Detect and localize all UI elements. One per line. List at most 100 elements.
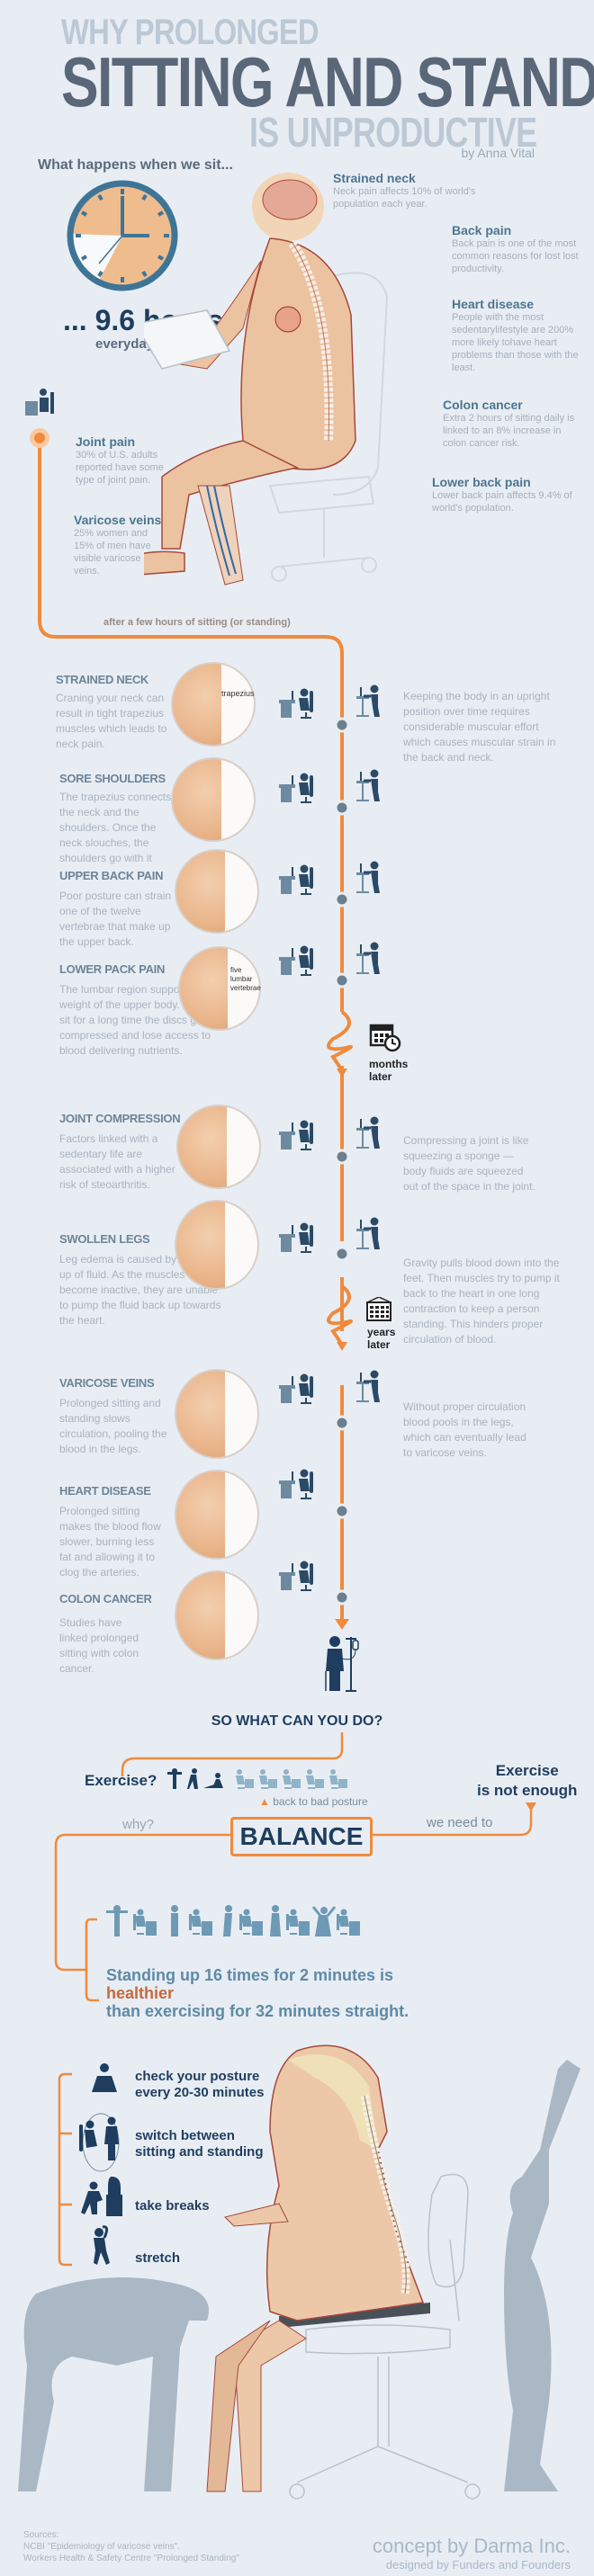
later-text: later [369, 1070, 392, 1083]
back-to-bad-posture: ▲ back to bad posture [259, 1795, 368, 1808]
callout-heart-disease: Heart disease People with the most seden… [452, 297, 587, 374]
calendar-year-icon [366, 1297, 392, 1321]
sources-label: Sources: [23, 2530, 59, 2540]
timeline-after-label: after a few hours of sitting (or standin… [104, 617, 291, 628]
designed-credit: designed by Funders and Founders [385, 2558, 571, 2572]
byline: by Anna Vital [461, 146, 535, 160]
not-enough-line-1: Exercise [495, 1762, 559, 1779]
callout-strained-neck: Strained neck Neck pain affects 10% of w… [333, 171, 513, 210]
standing-fact: Standing up 16 times for 2 minutes is he… [106, 1966, 409, 2020]
section-text: Factors linked with a sedentary life are… [59, 1132, 176, 1191]
tip-line-1: switch between [135, 2128, 235, 2143]
callout-lower-back-pain: Lower back pain Lower back pain affects … [432, 475, 585, 514]
callout-title: Lower back pain [432, 475, 531, 489]
callout-joint-pain: Joint pain 30% of U.S. adults reported h… [76, 434, 166, 487]
upper-back-illustration [175, 849, 259, 934]
not-enough-line-2: is not enough [477, 1782, 578, 1799]
legs-illustration [175, 1200, 259, 1290]
tip-line-1: check your posture [135, 2069, 260, 2084]
why-label: why? [122, 1817, 155, 1832]
callout-text: Extra 2 hours of sitting daily is linked… [443, 413, 575, 449]
section-title: VARICOSE VEINS [59, 1376, 155, 1390]
section-right-text: Gravity pulls blood down into the feet. … [403, 1257, 560, 1346]
section-title: STRAINED NECK [56, 673, 148, 686]
coffee-break-icon [81, 2177, 122, 2216]
section-title: SORE SHOULDERS [59, 772, 166, 785]
heart-illustration [175, 1470, 259, 1560]
clock-icon [67, 180, 178, 291]
callout-back-pain: Back pain Back pain is one of the most c… [452, 223, 587, 275]
lumbar-illustration [178, 946, 261, 1031]
stand-sit-icons-row [106, 1905, 361, 1936]
veins-illustration [175, 1369, 259, 1459]
callout-title: Strained neck [333, 171, 416, 185]
section-right-text: Compressing a joint is like squeezing a … [403, 1134, 536, 1193]
sit-stand-switch-icon [79, 2113, 120, 2172]
callout-text: Neck pain affects 10% of world's populat… [333, 186, 476, 210]
standing-fact-line-3: than exercising for 32 minutes straight. [106, 2002, 410, 2020]
calendar-clock-icon [369, 1024, 401, 1052]
we-need-to-label: we need to [427, 1815, 493, 1830]
balance-box: BALANCE [230, 1817, 373, 1856]
circle-label: five lumbar vertebrae [230, 966, 261, 992]
callout-text: 30% of U.S. adults reported have some ty… [76, 450, 164, 486]
sources: Sources: NCBI "Epidemiology of varicose … [23, 2529, 239, 2564]
exercise-icons [167, 1768, 348, 1789]
callout-text: People with the most sedentarylifestyle … [452, 312, 579, 373]
patient-iv-icon [325, 1636, 359, 1692]
section-right-text: Keeping the body in an upright position … [403, 690, 556, 764]
callout-title: Colon cancer [443, 398, 523, 412]
triangle-up-icon: ▲ [259, 1795, 270, 1808]
circle-label: trapezius [221, 689, 255, 698]
callout-title: Joint pain [76, 434, 136, 449]
title-line-2: SITTING AND STANDING [61, 42, 594, 121]
section-title: JOINT COMPRESSION [59, 1112, 181, 1125]
section-text: Prolonged sitting and standing slows cir… [59, 1397, 167, 1455]
section-text: Poor posture can strain one of the twelv… [59, 890, 172, 948]
tip-stretch: stretch [135, 2250, 181, 2266]
timeline-start-dot [34, 433, 45, 443]
trapezius-illustration [171, 662, 256, 747]
tip-line-2: every 20-30 minutes [135, 2085, 265, 2100]
section-right-text: Without proper circulation blood pools i… [403, 1400, 526, 1459]
solutions-question: SO WHAT CAN YOU DO? [211, 1713, 383, 1729]
intro-question: What happens when we sit... [38, 157, 233, 173]
exercise-not-enough: Exercise is not enough [477, 1761, 577, 1801]
sitting-woman-illustration [144, 173, 389, 586]
title-line-3: IS UNPRODUCTIVE [248, 109, 537, 156]
concept-credit: concept by Darma Inc. [372, 2535, 571, 2557]
standing-fact-line-1: Standing up 16 times for 2 minutes is [106, 1966, 394, 1984]
later-text: later [367, 1338, 391, 1351]
timeline-icons [278, 684, 382, 1606]
callout-title: Varicose veins [74, 513, 162, 527]
months-text: months [369, 1058, 409, 1070]
tip-switch: switch between sitting and standing [135, 2128, 264, 2160]
section-title: UPPER BACK PAIN [59, 869, 164, 882]
section-text: Prolonged sitting makes the blood flow s… [59, 1505, 161, 1579]
section-text: Craning your neck can result in tight tr… [56, 692, 167, 750]
standing-fact-highlight: healthier [106, 1984, 175, 2002]
section-title: HEART DISEASE [59, 1484, 151, 1498]
desk-sitter-icon [25, 389, 54, 416]
stretch-icon [94, 2225, 110, 2265]
meditate-icon [92, 2063, 117, 2092]
exercise-question: Exercise? [85, 1772, 158, 1789]
years-text: years [367, 1326, 396, 1338]
callout-title: Back pain [452, 223, 512, 237]
tip-line-2: sitting and standing [135, 2144, 264, 2160]
colon-illustration [175, 1570, 259, 1660]
callout-text: Back pain is one of the most common reas… [452, 238, 579, 274]
tip-check-posture: check your posture every 20-30 minutes [135, 2069, 264, 2101]
months-later-label: months later [369, 1058, 408, 1083]
hours-sublabel: everyday [95, 336, 155, 352]
source-1: NCBI "Epidemiology of varicose veins". [23, 2542, 180, 2552]
tip-take-breaks: take breaks [135, 2198, 210, 2214]
section-text: Studies have linked prolonged sitting wi… [59, 1616, 140, 1675]
callout-colon-cancer: Colon cancer Extra 2 hours of sitting da… [443, 398, 587, 450]
section-text: The trapezius connects the neck and the … [59, 791, 172, 864]
shoulder-illustration [171, 757, 256, 842]
callout-text: 25% women and 15% of men have visible va… [74, 528, 151, 577]
section-title: COLON CANCER [59, 1592, 152, 1606]
knee-illustration [176, 1105, 261, 1189]
section-text: Leg edema is caused by a build-up of flu… [59, 1253, 221, 1327]
